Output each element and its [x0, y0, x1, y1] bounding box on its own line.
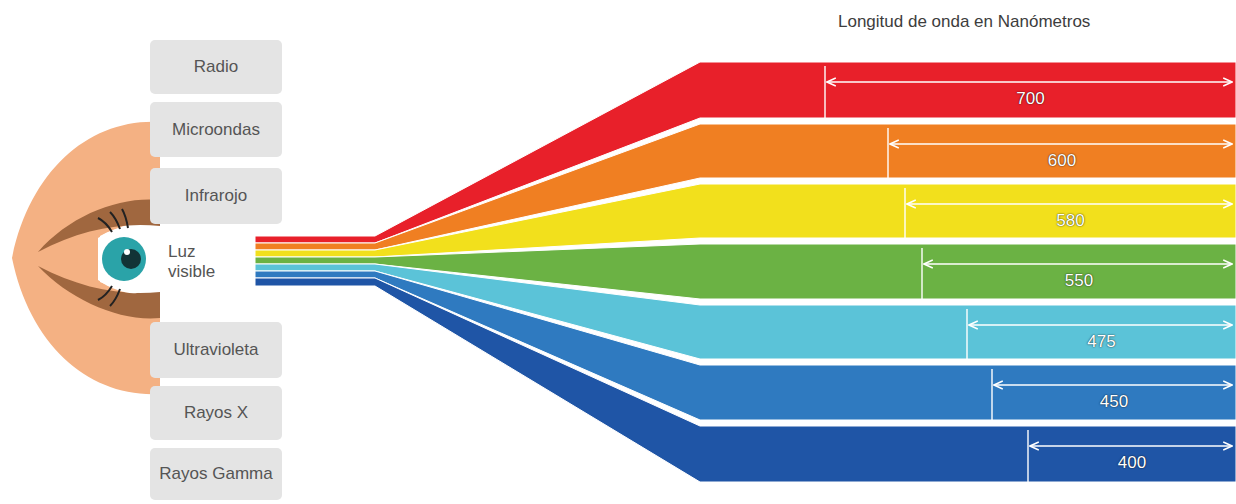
spectrum-band	[255, 278, 1236, 482]
spectrum-band	[255, 264, 1236, 359]
wavelength-band: 475	[700, 305, 1236, 359]
spectrum-region-box: Rayos Gamma	[150, 448, 282, 500]
wavelength-band: 550	[700, 244, 1236, 299]
spectrum-region-box: Ultravioleta	[150, 322, 282, 378]
spectrum-region-box: Microondas	[150, 102, 282, 157]
region-name: Microondas	[172, 120, 260, 140]
spectrum-bands	[255, 62, 1236, 482]
range-tick	[991, 369, 992, 420]
wavelength-value: 450	[992, 391, 1236, 413]
range-tick	[1027, 430, 1028, 482]
range-tick	[921, 248, 922, 299]
region-name: Ultravioleta	[173, 340, 258, 360]
wavelength-band: 450	[700, 365, 1236, 420]
wavelength-value: 700	[825, 88, 1236, 110]
region-name: Rayos X	[184, 403, 248, 423]
wavelength-arrow	[969, 324, 1232, 325]
spectrum-region-box: Rayos X	[150, 386, 282, 440]
region-name: Radio	[194, 57, 238, 77]
wavelength-arrow	[890, 143, 1232, 144]
range-tick	[966, 309, 967, 359]
region-name: Infrarojo	[185, 186, 247, 206]
wavelength-band: 400	[700, 426, 1236, 482]
wavelength-band: 600	[700, 124, 1236, 178]
wavelength-arrow	[827, 81, 1232, 82]
wavelength-band: 700	[700, 62, 1236, 118]
wavelength-value: 550	[922, 270, 1236, 292]
spectrum-label: Luz visible	[168, 242, 238, 283]
wavelength-band: 580	[700, 184, 1236, 238]
range-tick	[887, 128, 888, 178]
wavelength-value: 475	[967, 331, 1236, 353]
wavelength-arrow	[924, 263, 1232, 264]
eye-illustration	[12, 122, 160, 394]
wavelength-value: 400	[1028, 452, 1236, 474]
spectrum-region-box: Radio	[150, 40, 282, 94]
range-tick	[904, 188, 905, 238]
wavelength-value: 600	[888, 150, 1236, 172]
wavelength-value: 580	[905, 210, 1236, 232]
wavelength-arrows	[825, 66, 1232, 482]
chart-title: Longitud de onda en Nanómetros	[838, 12, 1090, 32]
wavelength-arrow	[994, 384, 1232, 385]
wavelength-arrow	[1030, 445, 1232, 446]
region-name: Rayos Gamma	[159, 464, 272, 484]
spectrum-region-box: Infrarojo	[150, 168, 282, 224]
wavelength-arrow	[907, 203, 1232, 204]
range-tick	[824, 66, 825, 118]
